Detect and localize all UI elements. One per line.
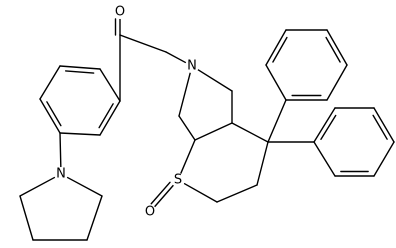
atom-labels: O N N S O bbox=[54, 5, 199, 220]
atom-label-o_ketone: O bbox=[115, 5, 125, 20]
bond-25 bbox=[180, 139, 196, 175]
bond-31 bbox=[326, 29, 348, 66]
atom-label-n_pyrrolidine: N bbox=[56, 167, 66, 182]
atom-bg-s bbox=[171, 173, 185, 187]
atom-bg-o_sulfoxide bbox=[143, 205, 157, 219]
bond-28 bbox=[265, 64, 287, 101]
bond-5 bbox=[59, 65, 101, 70]
atom-bg-o_ketone bbox=[113, 5, 127, 19]
bond-23 bbox=[216, 184, 258, 203]
bond-29 bbox=[265, 29, 287, 66]
bond-5-inner bbox=[64, 70, 95, 74]
bond-10 bbox=[59, 132, 62, 168]
bond-27 bbox=[267, 99, 287, 143]
bond-29-inner bbox=[272, 36, 288, 63]
bond-2 bbox=[165, 51, 187, 64]
atom-bg-n_ring bbox=[185, 59, 199, 73]
bond-7 bbox=[39, 98, 61, 134]
bond-9 bbox=[99, 100, 121, 136]
bond-20 bbox=[194, 122, 233, 141]
bond-14 bbox=[86, 195, 103, 241]
atom-label-s: S bbox=[174, 173, 182, 188]
bond-37-inner bbox=[372, 114, 388, 140]
bond-11 bbox=[19, 176, 56, 197]
bond-19 bbox=[178, 115, 196, 141]
bond-6 bbox=[39, 65, 61, 100]
bonds bbox=[19, 18, 395, 241]
bond-22 bbox=[256, 141, 269, 186]
bond-37 bbox=[373, 107, 395, 143]
bond-7-inner bbox=[46, 101, 62, 127]
atom-bg-n_pyrrolidine bbox=[54, 167, 68, 181]
bond-15 bbox=[66, 176, 103, 197]
bond-32 bbox=[326, 64, 348, 101]
bond-26 bbox=[153, 184, 175, 208]
bond-16 bbox=[197, 69, 233, 92]
atom-label-n_ring: N bbox=[187, 59, 197, 74]
bond-21 bbox=[231, 122, 269, 143]
bond-4 bbox=[99, 68, 121, 102]
bond-8 bbox=[59, 132, 101, 136]
bond-12 bbox=[19, 195, 34, 241]
bond-26-second bbox=[150, 181, 171, 205]
atom-label-o_sulfoxide: O bbox=[145, 205, 155, 220]
bond-38 bbox=[373, 141, 395, 177]
bond-35 bbox=[313, 107, 336, 143]
bond-17 bbox=[178, 72, 191, 117]
bond-24 bbox=[183, 182, 218, 203]
bond-35-inner bbox=[320, 114, 337, 140]
bond-1 bbox=[119, 34, 167, 53]
bond-40 bbox=[313, 141, 336, 177]
bond-31-inner bbox=[325, 36, 341, 63]
bond-9-inner bbox=[98, 103, 114, 129]
